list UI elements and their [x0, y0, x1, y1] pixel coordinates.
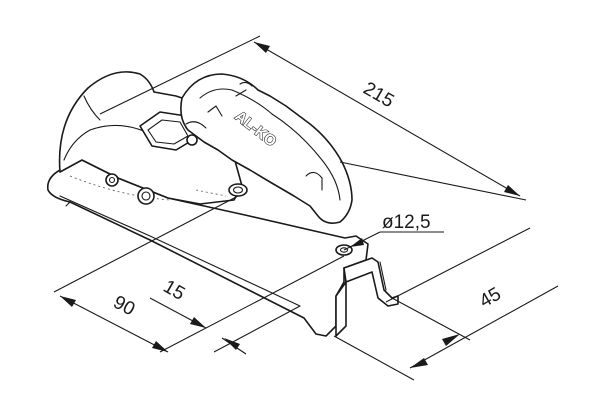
rivet-2 — [137, 187, 155, 205]
offset-90-label: 90 — [110, 292, 139, 320]
rivet-2-center — [141, 191, 151, 201]
dimension-hole-diameter: ø12,5 — [343, 212, 444, 251]
hole-diameter-label: ø12,5 — [382, 212, 431, 233]
offset-15-label: 15 — [160, 276, 189, 305]
mounting-hole-front — [228, 183, 248, 197]
mounting-hole-rear-bore — [339, 247, 349, 253]
length-label: 215 — [360, 78, 398, 112]
socket-opening — [139, 111, 197, 151]
mounting-bracket — [335, 257, 399, 337]
dimension-90: 90 — [53, 195, 345, 353]
offset-45-label: 45 — [476, 284, 505, 313]
rivet-1-center — [108, 176, 116, 184]
handle-lever: AL-KO — [180, 73, 353, 224]
rivet-1 — [105, 173, 119, 187]
mounting-hole-front-bore — [232, 186, 244, 194]
release-pin — [186, 134, 198, 146]
